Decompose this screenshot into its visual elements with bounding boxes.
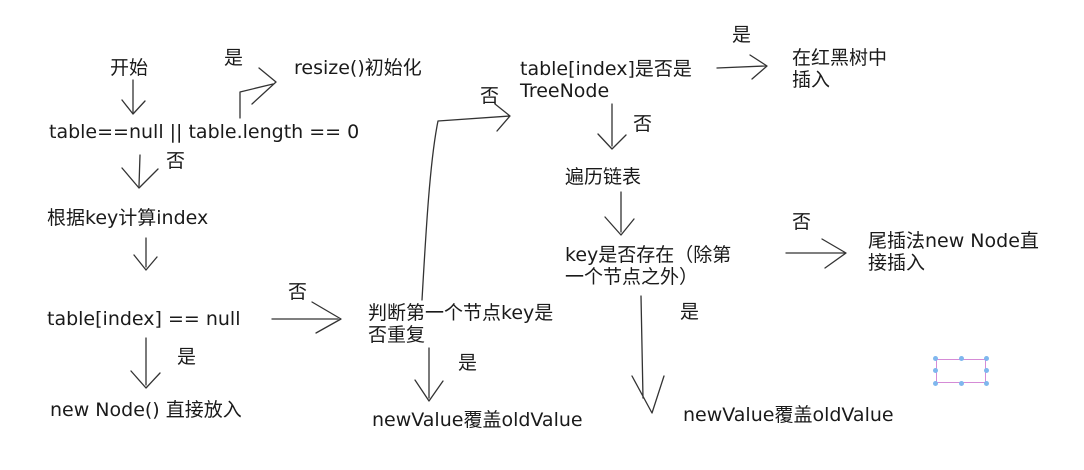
node-new-node-direct: new Node() 直接放入 (50, 399, 242, 421)
arrow-firstkey-to-treenode (421, 103, 511, 301)
arrow-bucket-to-newnode (130, 337, 161, 389)
node-calc-index: 根据key计算index (47, 207, 209, 229)
edge-label-yes-first-key: 是 (458, 352, 478, 374)
edge-label-no-tree: 否 (633, 113, 653, 135)
node-start: 开始 (110, 57, 149, 79)
edge-label-no-table-check: 否 (166, 150, 186, 172)
arrow-index-to-bucket (133, 237, 158, 271)
edge-label-yes-resize: 是 (224, 47, 244, 69)
selection-box[interactable] (933, 356, 989, 386)
arrow-firstkey-to-overwrite (414, 347, 444, 402)
resize-handle[interactable] (959, 356, 964, 361)
arrow-check-to-index (121, 154, 159, 189)
arrow-bucket-to-firstkey (271, 301, 342, 334)
node-is-tree-node: table[index]是否是 TreeNode (520, 58, 692, 102)
node-first-node-key-check: 判断第一个节点key是 否重复 (368, 302, 554, 346)
resize-handle[interactable] (984, 368, 989, 373)
resize-handle[interactable] (984, 381, 989, 386)
arrow-traverse-to-keyexists (604, 191, 635, 236)
resize-handle[interactable] (933, 381, 938, 386)
arrow-treenode-to-traverse (597, 103, 627, 150)
node-overwrite-value-first: newValue覆盖oldValue (372, 409, 583, 431)
node-traverse-list: 遍历链表 (565, 166, 642, 188)
arrow-start-to-check (121, 79, 146, 115)
edge-label-yes-bucket: 是 (177, 346, 197, 368)
node-resize-init: resize()初始化 (294, 57, 422, 79)
resize-handle[interactable] (933, 356, 938, 361)
edge-label-yes-key-exists: 是 (680, 301, 700, 323)
node-insert-rb-tree: 在红黑树中 插入 (792, 47, 888, 91)
edge-label-no-first-key: 否 (480, 85, 500, 107)
selection-frame (936, 359, 986, 383)
arrow-treenode-to-rbtree (716, 54, 768, 80)
resize-handle[interactable] (933, 368, 938, 373)
edge-label-yes-tree: 是 (732, 24, 752, 46)
edge-label-no-key-exists: 否 (792, 211, 812, 233)
resize-handle[interactable] (984, 356, 989, 361)
node-bucket-null-check: table[index] == null (47, 308, 241, 330)
arrow-keyexists-to-tailinsert (785, 238, 847, 269)
resize-handle[interactable] (959, 381, 964, 386)
node-key-exists-check: key是否存在（除第 一个节点之外） (565, 244, 732, 288)
arrow-keyexists-to-overwrite (631, 295, 665, 414)
edge-label-no-bucket: 否 (288, 281, 308, 303)
node-overwrite-value-list: newValue覆盖oldValue (683, 404, 894, 426)
node-tail-insert: 尾插法new Node直 接插入 (868, 230, 1039, 274)
node-table-null-check: table==null || table.length == 0 (49, 121, 360, 143)
arrow-check-to-resize (239, 67, 277, 119)
